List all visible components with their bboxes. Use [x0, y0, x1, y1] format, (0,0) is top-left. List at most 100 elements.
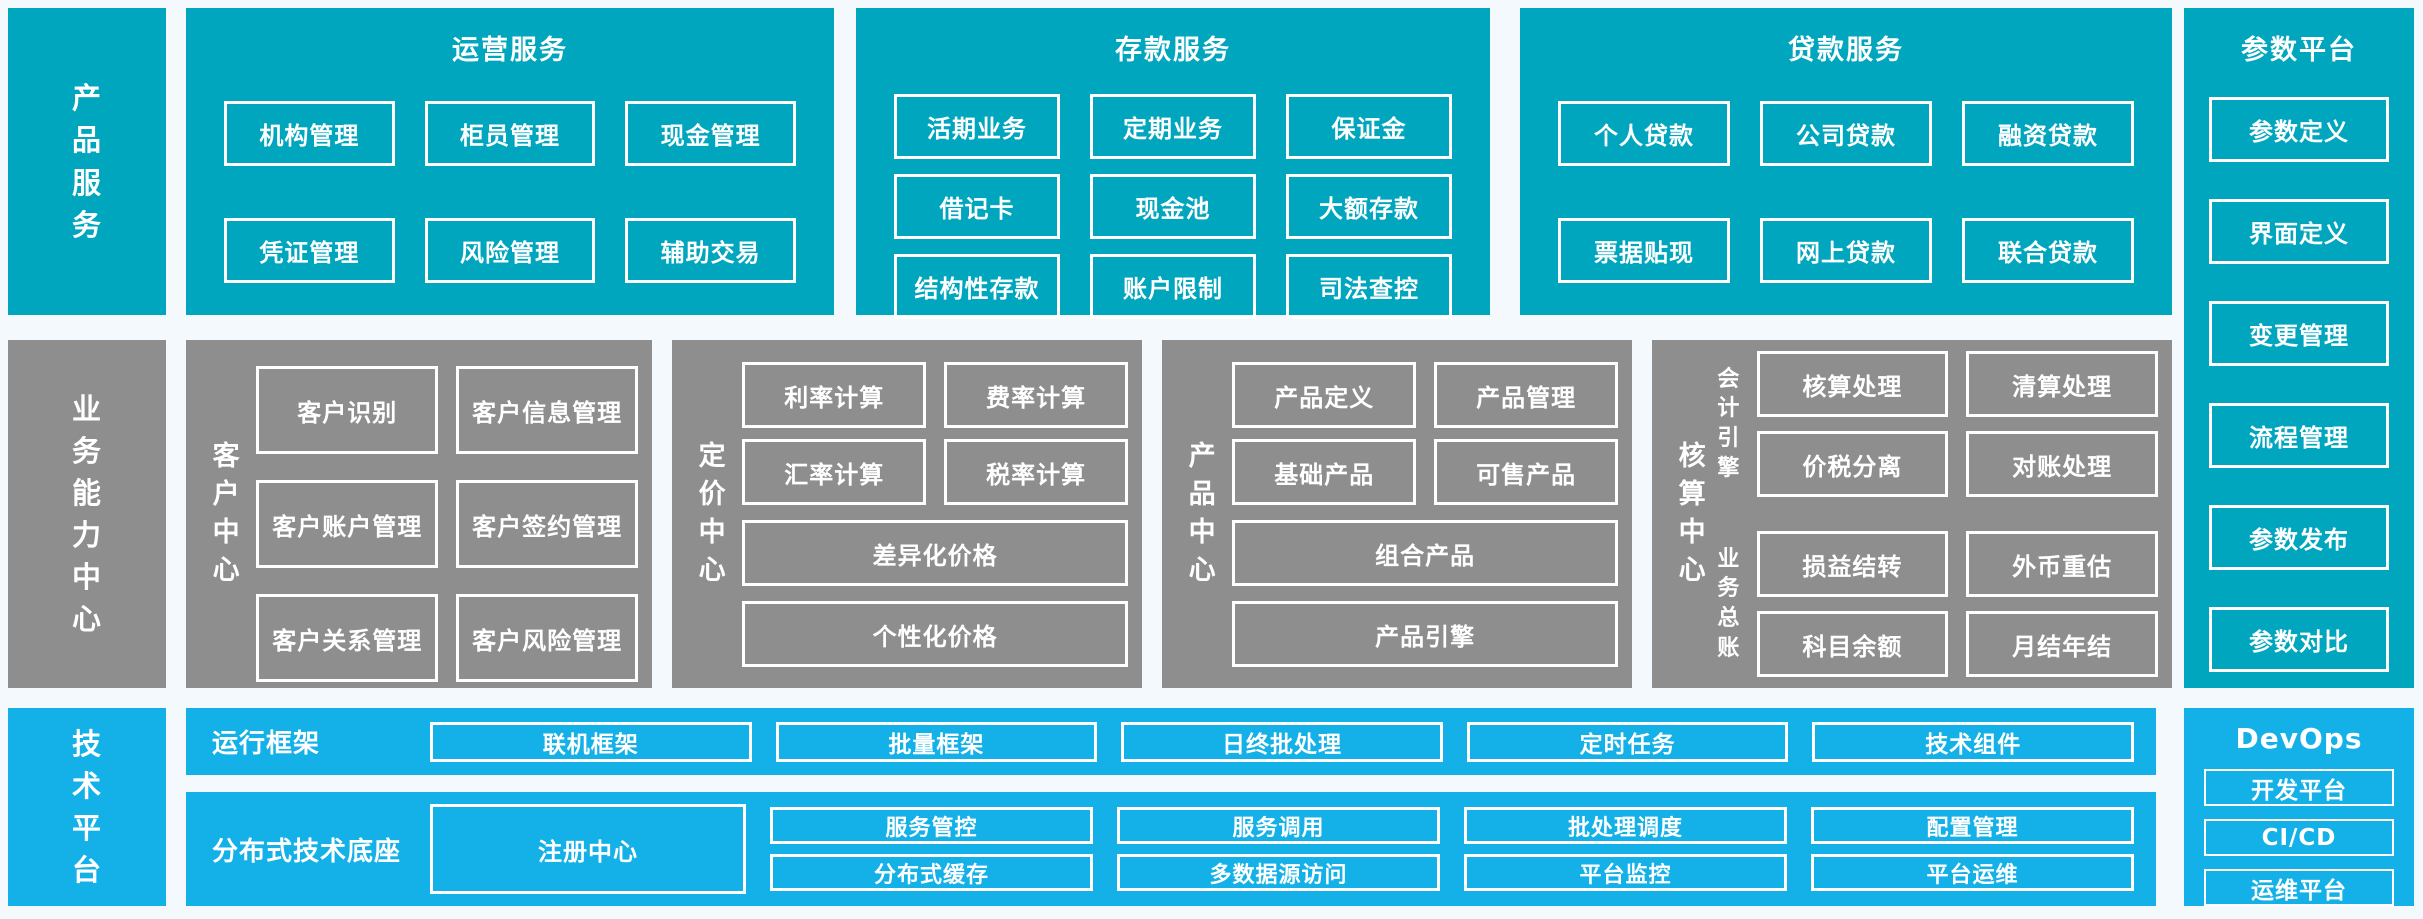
accounting-center-groups: 会计引擎 核算处理清算处理价税分离对账处理 业务总账 损益结转外币重估科目余额月… [1706, 340, 2172, 688]
runtime-framework-label: 运行框架 [212, 729, 321, 759]
operation-services-section: 运营服务 机构管理柜员管理现金管理凭证管理风险管理辅助交易 [186, 8, 834, 315]
pricing-center-box: 利率计算 [742, 362, 927, 428]
distributed-service-box: 平台监控 [1464, 854, 1787, 891]
devops-box: 运维平台 [2204, 869, 2394, 906]
operation-service-box: 凭证管理 [224, 218, 395, 283]
deposit-service-box: 活期业务 [894, 94, 1060, 159]
product-center-section: 产品中心 产品定义产品管理基础产品可售产品 组合产品产品引擎 [1162, 340, 1632, 688]
loan-services-section: 贷款服务 个人贷款公司贷款融资贷款票据贴现网上贷款联合贷款 [1520, 8, 2172, 315]
business-ledger-grid: 损益结转外币重估科目余额月结年结 [1756, 531, 2158, 677]
operation-service-box: 风险管理 [424, 218, 596, 283]
product-center-content: 产品定义产品管理基础产品可售产品 组合产品产品引擎 [1216, 340, 1632, 688]
customer-center-box: 客户风险管理 [456, 594, 638, 682]
registry-center-box: 注册中心 [430, 804, 746, 894]
deposit-service-box: 定期业务 [1090, 94, 1256, 159]
customer-center-content: 客户识别客户信息管理客户账户管理客户签约管理客户关系管理客户风险管理 [240, 340, 652, 688]
accounting-center-label: 核算中心 [1678, 441, 1706, 586]
runtime-framework-box: 联机框架 [430, 721, 752, 762]
pricing-center-section: 定价中心 利率计算费率计算汇率计算税率计算 差异化价格个性化价格 [672, 340, 1142, 688]
product-services-label: 产品服务 [71, 81, 102, 242]
accounting-engine-grid: 核算处理清算处理价税分离对账处理 [1756, 351, 2158, 497]
distributed-base-row: 分布式技术底座 注册中心 服务管控服务调用批处理调度配置管理分布式缓存多数据源访… [186, 792, 2156, 906]
pricing-center-label: 定价中心 [698, 441, 726, 586]
product-center-wide-box: 组合产品 [1232, 520, 1618, 586]
accounting-engine-box: 价税分离 [1756, 431, 1949, 497]
product-center-wide-box: 产品引擎 [1232, 601, 1618, 667]
pricing-center-wide-box: 差异化价格 [742, 520, 1128, 586]
accounting-engine-group: 会计引擎 核算处理清算处理价税分离对账处理 [1706, 351, 2158, 497]
parameter-platform-stack: 参数定义界面定义变更管理流程管理参数发布参数对比 [2209, 97, 2389, 672]
business-capability-label: 业务能力中心 [71, 391, 102, 637]
devops-box: CI/CD [2204, 819, 2394, 856]
runtime-framework-box: 批量框架 [775, 721, 1098, 762]
distributed-service-box: 平台运维 [1811, 854, 2134, 891]
distributed-service-box: 多数据源访问 [1117, 854, 1440, 891]
distributed-services-grid: 服务管控服务调用批处理调度配置管理分布式缓存多数据源访问平台监控平台运维 [770, 807, 2134, 891]
deposit-service-box: 司法查控 [1286, 254, 1452, 319]
operation-services-grid: 机构管理柜员管理现金管理凭证管理风险管理辅助交易 [186, 101, 834, 283]
business-capability-sidebar: 业务能力中心 [8, 340, 166, 688]
deposit-services-grid: 活期业务定期业务保证金借记卡现金池大额存款结构性存款账户限制司法查控 [856, 94, 1490, 319]
business-ledger-box: 科目余额 [1756, 611, 1949, 677]
deposit-service-box: 结构性存款 [894, 254, 1060, 319]
accounting-center-section: 核算中心 会计引擎 核算处理清算处理价税分离对账处理 业务总账 损益结转外币重估… [1652, 340, 2172, 688]
product-center-wide-stack: 组合产品产品引擎 [1232, 520, 1618, 667]
deposit-services-title: 存款服务 [1115, 35, 1231, 66]
product-center-box: 产品管理 [1434, 362, 1618, 428]
deposit-service-box: 现金池 [1090, 174, 1256, 239]
operation-service-box: 机构管理 [224, 101, 395, 166]
product-center-box: 产品定义 [1232, 362, 1417, 428]
devops-section: DevOps 开发平台 CI/CD 运维平台 [2184, 708, 2414, 906]
devops-stack: 开发平台 CI/CD 运维平台 [2204, 769, 2394, 906]
deposit-service-box: 大额存款 [1286, 174, 1452, 239]
pricing-center-box: 费率计算 [944, 362, 1128, 428]
runtime-framework-boxes: 联机框架批量框架日终批处理定时任务技术组件 [430, 721, 2134, 762]
customer-center-box: 客户签约管理 [456, 480, 638, 568]
distributed-service-box: 配置管理 [1811, 807, 2134, 844]
distributed-service-box: 批处理调度 [1464, 807, 1787, 844]
parameter-platform-box: 参数定义 [2209, 97, 2389, 162]
pricing-center-box: 税率计算 [944, 439, 1128, 505]
parameter-platform-box: 参数发布 [2209, 505, 2389, 570]
devops-box: 开发平台 [2204, 769, 2394, 806]
loan-services-title: 贷款服务 [1788, 35, 1904, 66]
technology-platform-sidebar: 技术平台 [8, 708, 166, 906]
operation-service-box: 辅助交易 [625, 218, 796, 283]
product-center-grid: 产品定义产品管理基础产品可售产品 [1232, 362, 1618, 505]
business-ledger-group: 业务总账 损益结转外币重估科目余额月结年结 [1706, 531, 2158, 677]
loan-service-box: 个人贷款 [1558, 101, 1730, 166]
customer-center-box: 客户信息管理 [456, 366, 638, 454]
parameter-platform-title: 参数平台 [2241, 35, 2357, 66]
business-ledger-label: 业务总账 [1717, 546, 1740, 661]
business-ledger-box: 外币重估 [1966, 531, 2158, 597]
runtime-framework-box: 技术组件 [1812, 721, 2134, 762]
parameter-platform-box: 流程管理 [2209, 403, 2389, 468]
pricing-center-box: 汇率计算 [742, 439, 927, 505]
deposit-service-box: 借记卡 [894, 174, 1060, 239]
pricing-center-content: 利率计算费率计算汇率计算税率计算 差异化价格个性化价格 [726, 340, 1142, 688]
distributed-service-box: 分布式缓存 [770, 854, 1093, 891]
product-services-sidebar: 产品服务 [8, 8, 166, 315]
loan-service-box: 融资贷款 [1962, 101, 2134, 166]
parameter-platform-box: 变更管理 [2209, 301, 2389, 366]
product-center-label: 产品中心 [1188, 441, 1216, 586]
technology-platform-label: 技术平台 [71, 726, 102, 888]
distributed-service-box: 服务管控 [770, 807, 1093, 844]
business-ledger-box: 损益结转 [1756, 531, 1949, 597]
pricing-center-wide-stack: 差异化价格个性化价格 [742, 520, 1128, 667]
deposit-service-box: 保证金 [1286, 94, 1452, 159]
devops-title: DevOps [2235, 722, 2363, 755]
runtime-framework-box: 定时任务 [1466, 721, 1789, 762]
customer-center-label: 客户中心 [212, 441, 240, 586]
distributed-service-box: 服务调用 [1117, 807, 1440, 844]
accounting-engine-box: 清算处理 [1966, 351, 2158, 417]
loan-service-box: 票据贴现 [1558, 218, 1730, 283]
customer-center-box: 客户关系管理 [256, 594, 439, 682]
accounting-engine-box: 对账处理 [1966, 431, 2158, 497]
parameter-platform-box: 参数对比 [2209, 607, 2389, 672]
customer-center-section: 客户中心 客户识别客户信息管理客户账户管理客户签约管理客户关系管理客户风险管理 [186, 340, 652, 688]
operation-service-box: 柜员管理 [424, 101, 596, 166]
loan-service-box: 公司贷款 [1760, 101, 1932, 166]
deposit-services-section: 存款服务 活期业务定期业务保证金借记卡现金池大额存款结构性存款账户限制司法查控 [856, 8, 1490, 319]
loan-service-box: 网上贷款 [1760, 218, 1932, 283]
